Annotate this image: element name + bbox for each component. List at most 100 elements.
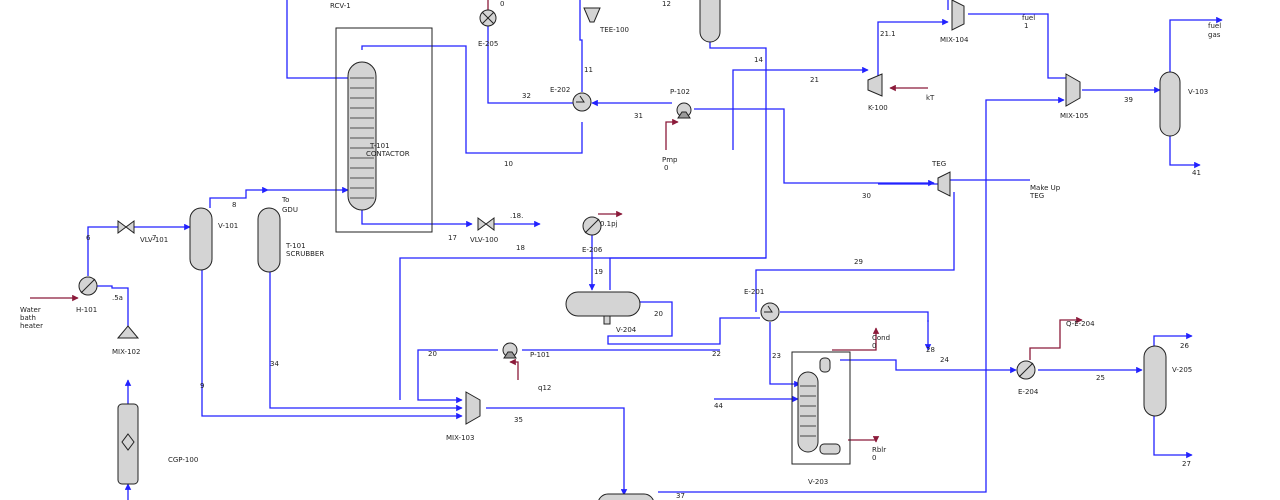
label-s34: 34	[270, 360, 279, 368]
label-fuel1-b: 1	[1024, 22, 1028, 30]
label-rcv1: RCV-1	[330, 2, 351, 10]
k100-compressor[interactable]	[867, 73, 883, 97]
label-s17: 17	[448, 234, 457, 242]
label-e202: E-202	[550, 86, 570, 94]
label-s22: 22	[712, 350, 721, 358]
mix105-mixer[interactable]	[1065, 73, 1081, 107]
label-v205: V-205	[1172, 366, 1192, 374]
v203-column[interactable]	[797, 357, 841, 455]
label-v204: V-204	[616, 326, 637, 334]
label-s32: 32	[522, 92, 531, 100]
label-s25: 25	[1096, 374, 1105, 382]
p102-pump[interactable]	[676, 102, 692, 119]
tee100[interactable]	[583, 7, 601, 23]
label-e204: E-204	[1018, 388, 1039, 396]
label-e206: E-206	[582, 246, 603, 254]
stream-labels: 0 12 11 32 31 10 14 21 21.1 fuel 1 fuel …	[86, 0, 1221, 500]
label-s31: 31	[634, 112, 643, 120]
cgp100-unit[interactable]	[117, 403, 139, 485]
stream-14	[609, 42, 767, 290]
vessel-top-12[interactable]	[699, 0, 721, 43]
mix104-mixer[interactable]	[951, 0, 965, 31]
e205-exchanger[interactable]	[479, 9, 497, 27]
label-wh-b: bath	[20, 314, 36, 322]
label-t101-scrubber-a: T-101	[285, 242, 306, 250]
label-s0: 0	[500, 0, 504, 8]
label-fuelgas-b: gas	[1208, 31, 1221, 39]
label-v203: V-203	[808, 478, 828, 486]
e206-exchanger[interactable]	[582, 216, 602, 236]
v204-drum[interactable]	[565, 291, 641, 325]
label-cond-a: Cond	[872, 334, 890, 342]
label-e205: E-205	[478, 40, 498, 48]
stream-8	[209, 186, 269, 208]
label-s24: 24	[940, 356, 949, 364]
t101-contactor-column[interactable]	[347, 61, 377, 211]
h101-heater[interactable]	[78, 276, 98, 296]
v101-separator[interactable]	[189, 207, 213, 271]
bottom-vessel[interactable]	[598, 493, 654, 500]
label-q1: 0.1pj	[600, 220, 618, 228]
stream-e201-loop	[780, 311, 929, 322]
stream-5a	[96, 285, 129, 326]
label-p102: P-102	[670, 88, 690, 96]
stream-10	[361, 45, 583, 154]
label-s7: 7	[152, 234, 156, 242]
p101-pump[interactable]	[502, 342, 518, 359]
label-s5a: .5a	[112, 294, 123, 302]
label-s26: 26	[1180, 342, 1189, 350]
label-s11: 11	[584, 66, 593, 74]
e201-exchanger[interactable]	[760, 302, 780, 322]
e204-exchanger[interactable]	[1016, 360, 1036, 380]
t101-scrubber[interactable]	[257, 207, 281, 273]
stream-to-p101	[399, 257, 766, 400]
label-s14: 14	[754, 56, 763, 64]
label-fuel1-a: fuel	[1022, 14, 1035, 22]
label-v103: V-103	[1188, 88, 1208, 96]
stream-20-p101	[417, 349, 498, 404]
energy-condenser	[832, 327, 880, 351]
label-s12: 12	[662, 0, 671, 8]
label-s10: 10	[504, 160, 513, 168]
label-s37: 37	[676, 492, 685, 500]
stream-6	[87, 226, 118, 276]
label-mix103: MIX-103	[446, 434, 474, 442]
e202-exchanger[interactable]	[572, 92, 592, 112]
label-s35: 35	[514, 416, 523, 424]
material-streams	[87, 0, 1223, 500]
v205-separator[interactable]	[1143, 345, 1167, 417]
label-reb-b: 0	[872, 454, 876, 462]
stream-41	[1169, 136, 1201, 169]
energy-streams	[30, 0, 1083, 443]
stream-fuel-1	[968, 13, 1066, 79]
label-makeup-b: TEG	[1029, 192, 1044, 200]
label-mix105: MIX-105	[1060, 112, 1088, 120]
mix102-mixer[interactable]	[116, 325, 140, 339]
label-h101: H-101	[76, 306, 97, 314]
mix103-mixer[interactable]	[465, 391, 481, 425]
vlv101-valve[interactable]	[117, 220, 135, 234]
label-s41: 41	[1192, 169, 1201, 177]
label-s18: 18	[516, 244, 525, 252]
label-s39: 39	[1124, 96, 1133, 104]
label-s211: 21.1	[880, 30, 896, 38]
label-v101: V-101	[218, 222, 238, 230]
label-s6: 6	[86, 234, 91, 242]
v103-separator[interactable]	[1159, 71, 1181, 137]
label-mix104: MIX-104	[940, 36, 969, 44]
label-kt: kT	[926, 94, 935, 102]
stream-22	[719, 317, 760, 328]
stream-9	[201, 270, 463, 420]
label-pump-a: Pmp	[662, 156, 678, 164]
stream-29	[755, 192, 955, 312]
energy-pump-p102	[665, 118, 679, 150]
teg-tee[interactable]	[937, 171, 951, 197]
label-s29: 29	[854, 258, 863, 266]
vlv100-valve[interactable]	[477, 217, 495, 231]
stream-24	[840, 359, 1017, 374]
label-t101-contactor-b: CONTACTOR	[366, 150, 410, 158]
label-wh-c: heater	[20, 322, 43, 330]
label-s28: 28	[926, 346, 935, 354]
